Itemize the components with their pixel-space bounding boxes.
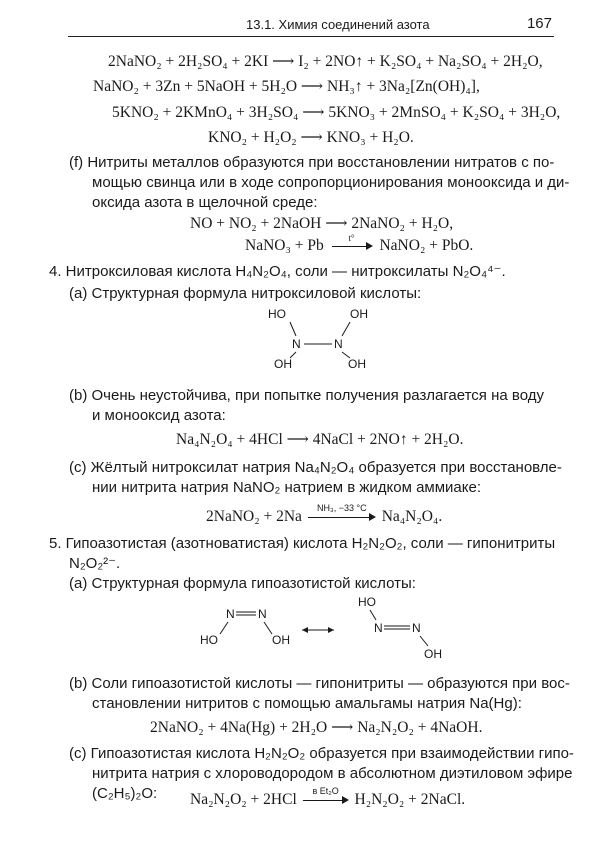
section-4-c-2: нии нитрита натрия NaNO₂ натрием в жидко…: [92, 479, 482, 496]
atom-ho: HO: [200, 633, 218, 647]
equation-2: NaNO₂ + 3Zn + 5NaOH + 5H₂O ⟶ NH₃↑ + 3Na₂…: [93, 78, 480, 95]
atom-oh-2: OH: [424, 647, 442, 661]
reaction-arrow-icon: в Et₂O: [301, 786, 351, 807]
atom-oh-right-top: OH: [350, 307, 368, 321]
section-5-b-1: (b) Соли гипоазотистой кислоты — гипонит…: [69, 675, 570, 692]
atom-oh-right-bottom: OH: [348, 357, 366, 371]
atom-n-right: N: [334, 337, 343, 351]
section-5-b-2: становлении нитритов с помощью амальгамы…: [92, 695, 522, 712]
item-f-equation-1: NO + NO₂ + 2NaOH ⟶ 2NaNO₂ + H₂O,: [190, 215, 454, 232]
section-5-a: (a) Структурная формула гипоазотистой ки…: [69, 575, 416, 592]
section-5-c-2: нитрита натрия с хлороводородом в абсолю…: [92, 765, 573, 782]
eq2-right: NaNO₂ + PbO.: [379, 237, 474, 254]
section-5-heading-2: N₂O₂²⁻.: [69, 555, 121, 572]
section-4-c-equation: 2NaNO₂ + 2Na NH₃, −33 °C Na₄N₂O₄.: [206, 503, 443, 526]
item-f-equation-2: NaNO₃ + Pb t° NaNO₂ + PbO.: [245, 233, 474, 255]
section-4-b-equation: Na₄N₂O₄ + 4HCl ⟶ 4NaCl + 2NO↑ + 2H₂O.: [176, 431, 464, 448]
atom-n-3: N: [374, 621, 383, 635]
nitroxylic-acid-structure: HO OH N N OH OH: [268, 307, 368, 371]
section-5-heading-1: 5. Гипоазотистая (азотноватистая) кислот…: [49, 535, 556, 552]
section-5-c-1: (c) Гипоазотистая кислота H₂N₂O₂ образуе…: [69, 745, 574, 762]
atom-n-1: N: [226, 607, 235, 621]
equation-3: 5KNO₂ + 2KMnO₄ + 3H₂SO₄ ⟶ 5KNO₃ + 2MnSO₄…: [112, 104, 561, 121]
c5-eq-right: H₂N₂O₂ + 2NaCl.: [354, 791, 466, 808]
atom-oh: OH: [272, 633, 290, 647]
item-f-text-3: оксида азота в щелочной среде:: [92, 194, 318, 211]
atom-ho-2: HO: [358, 595, 376, 609]
left-arrowhead-icon: [302, 627, 308, 633]
item-f-text-1: (f) Нитриты металлов образуются при восс…: [69, 154, 555, 171]
c-eq-left: 2NaNO₂ + 2Na: [206, 508, 302, 525]
equation-4: KNO₂ + H₂O₂ ⟶ KNO₃ + H₂O.: [208, 129, 414, 146]
c-eq-right: Na₄N₂O₄.: [381, 508, 443, 525]
item-f-text-2: мощью свинца или в ходе сопропорциониров…: [92, 174, 570, 191]
reaction-arrow-icon: t°: [328, 233, 376, 253]
eq2-left: NaNO₃ + Pb: [245, 237, 324, 254]
arrow-condition: в Et₂O: [312, 786, 339, 797]
equation-1: 2NaNO₂ + 2H₂SO₄ + 2KI ⟶ I₂ + 2NO↑ + K₂SO…: [108, 53, 543, 70]
section-4-heading: 4. Нитроксиловая кислота H₄N₂O₄, соли — …: [49, 263, 506, 280]
atom-n-4: N: [412, 621, 421, 635]
section-4-b-2: и монооксид азота:: [92, 407, 226, 424]
page-number: 167: [526, 15, 552, 32]
arrow-condition: t°: [348, 233, 355, 244]
atom-ho-left: HO: [268, 307, 286, 321]
atom-oh-left-bottom: OH: [274, 357, 292, 371]
section-5-c-equation: Na₂N₂O₂ + 2HCl в Et₂O H₂N₂O₂ + 2NaCl.: [190, 786, 466, 809]
arrow-condition: NH₃, −33 °C: [317, 503, 367, 514]
section-4-c-1: (c) Жёлтый нитроксилат натрия Na₄N₂O₄ об…: [69, 459, 562, 476]
section-5-b-equation: 2NaNO₂ + 4Na(Hg) + 2H₂O ⟶ Na₂N₂O₂ + 4NaO…: [150, 719, 483, 736]
section-5-c-3: (C₂H₅)₂O:: [92, 785, 158, 802]
right-arrowhead-icon: [328, 627, 334, 633]
atom-n-left: N: [292, 337, 301, 351]
reaction-arrow-icon: NH₃, −33 °C: [306, 503, 378, 524]
c5-eq-left: Na₂N₂O₂ + 2HCl: [190, 791, 297, 808]
hyponitrous-acid-structure: N N HO OH HO N N OH: [200, 595, 442, 661]
section-4-b-1: (b) Очень неустойчива, при попытке получ…: [69, 387, 544, 404]
section-title: 13.1. Химия соединений азота: [246, 17, 430, 32]
atom-n-2: N: [258, 607, 267, 621]
section-4-a: (a) Структурная формула нитроксиловой ки…: [69, 285, 422, 302]
running-header: 13.1. Химия соединений азота 167: [68, 14, 554, 37]
